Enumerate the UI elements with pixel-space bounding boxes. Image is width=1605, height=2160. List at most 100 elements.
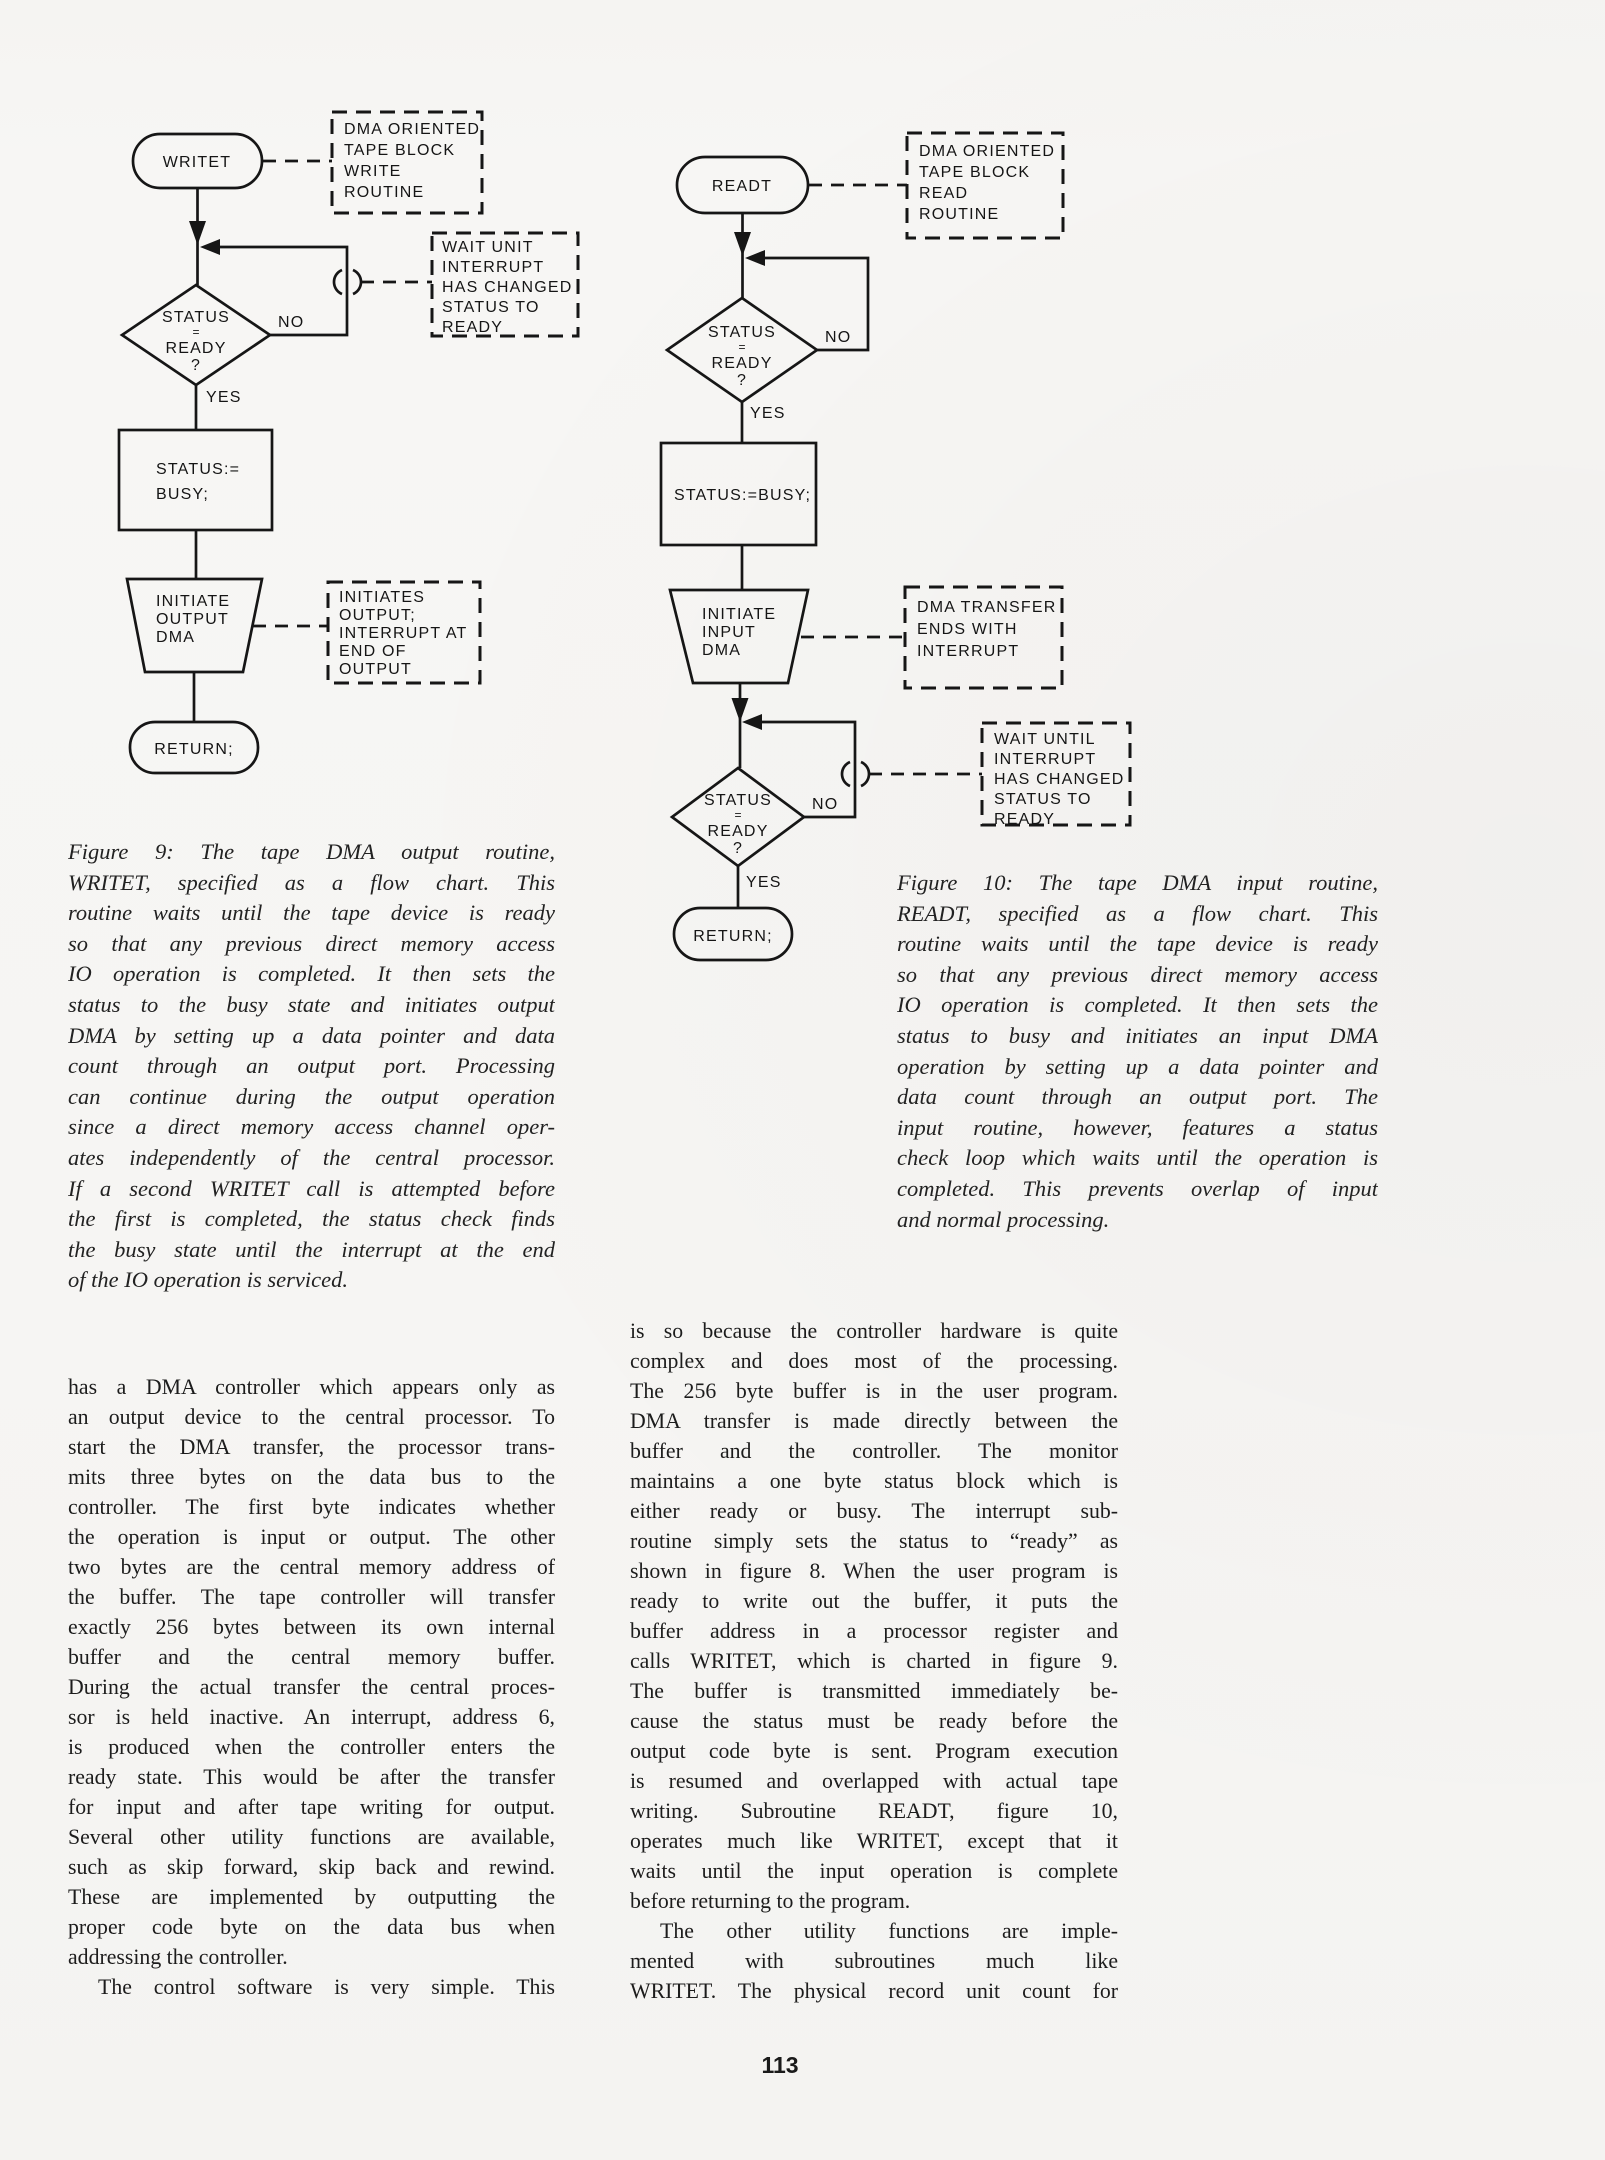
caption-line: IO operation is completed. It then sets … (68, 961, 555, 987)
writet-decision-label: = (192, 325, 199, 339)
readt-wait-note-line: HAS CHANGED (994, 771, 1125, 788)
readt-decision2-label: ? (733, 840, 743, 857)
readt-start-label: READT (712, 178, 772, 195)
readt-start-note-line: ROUTINE (919, 206, 999, 223)
readt-wait-note-line: STATUS TO (994, 791, 1092, 808)
caption-line: ates independently of the central proces… (68, 1144, 555, 1170)
readt-start-note-line: DMA ORIENTED (919, 143, 1055, 160)
caption-line: data count through an output port. The (897, 1084, 1378, 1110)
text-line: operates much like WRITET, except that i… (630, 1829, 1118, 1853)
text-line: WRITET. The physical record unit count f… (630, 1979, 1118, 2003)
caption-line: operation by setting up a data pointer a… (897, 1053, 1378, 1079)
caption-line: count through an output port. Processing (68, 1053, 555, 1079)
text-line: two bytes are the central memory address… (68, 1555, 555, 1579)
readt-loop1-arrowhead (745, 250, 765, 266)
writet-io-trapezoid (125, 577, 264, 674)
readt-start-note-line: TAPE BLOCK (919, 164, 1030, 181)
caption-line: since a direct memory access channel ope… (68, 1114, 555, 1140)
text-line: has a DMA controller which appears only … (68, 1375, 555, 1399)
text-line: controller. The first byte indicates whe… (68, 1495, 555, 1519)
caption-line: the busy state until the interrupt at th… (68, 1236, 555, 1262)
text-line: such as skip forward, skip back and rewi… (68, 1855, 555, 1879)
readt-decision1-label: ? (737, 372, 747, 389)
writet-yes-label: YES (206, 389, 242, 406)
readt-loop2-arrowhead (742, 714, 762, 730)
writet-wait-note-line: WAIT UNIT (442, 239, 534, 256)
readt-start-note-box (905, 131, 1065, 240)
text-line: start the DMA transfer, the processor tr… (68, 1435, 555, 1459)
writet-wait-note-line: INTERRUPT (442, 259, 544, 276)
text-line: The buffer is transmitted immediately be… (630, 1679, 1118, 1703)
readt-interrupt-symbol (860, 760, 871, 788)
readt-decision1-label: STATUS (708, 324, 776, 341)
writet-no-label: NO (278, 314, 304, 331)
text-line: waits until the input operation is compl… (630, 1859, 1118, 1883)
text-line: Several other utility functions are avai… (68, 1825, 555, 1849)
writet-wait-note-line: STATUS TO (442, 299, 540, 316)
readt-start-note-line: READ (919, 185, 968, 202)
figure9-caption: Figure 9: The tape DMA output routine,WR… (68, 837, 555, 1296)
writet-start-label: WRITET (163, 154, 232, 171)
caption-line: IO operation is completed. It then sets … (897, 992, 1378, 1018)
writet-interrupt-symbol (332, 268, 343, 296)
readt-flowchart: READT DMA ORIENTED TAPE BLOCK READ ROUTI… (659, 131, 1132, 962)
text-line: before returning to the program. (630, 1889, 911, 1913)
writet-interrupt-symbol (352, 268, 363, 296)
text-line: shown in figure 8. When the user program… (630, 1559, 1118, 1583)
writet-io-label: INITIATE (156, 593, 230, 610)
readt-io-note-line: ENDS WITH (917, 621, 1018, 638)
figure10-caption: Figure 10: The tape DMA input routine,RE… (897, 868, 1378, 1235)
writet-return-terminal (128, 720, 260, 775)
readt-decision2-label: READY (707, 823, 768, 840)
caption-line: DMA by setting up a data pointer and dat… (68, 1022, 555, 1048)
caption-line: status to the busy state and initiates o… (68, 991, 555, 1017)
readt-no-loop-2 (748, 720, 857, 819)
caption-line: and normal processing. (897, 1206, 1110, 1232)
writet-wait-note-line: READY (442, 319, 503, 336)
readt-io-note-line: DMA TRANSFER (917, 599, 1056, 616)
text-line: either ready or busy. The interrupt sub- (630, 1499, 1118, 1523)
text-line: maintains a one byte status block which … (630, 1469, 1118, 1493)
text-line: is produced when the controller enters t… (68, 1735, 555, 1759)
readt-return-terminal (672, 906, 794, 962)
text-line: routine simply sets the status to “ready… (630, 1529, 1118, 1553)
readt-yes2-label: YES (746, 874, 782, 891)
writet-decision-label: READY (165, 340, 226, 357)
body-left-column: has a DMA controller which appears only … (68, 1372, 555, 2002)
caption-line: status to busy and initiates an input DM… (897, 1022, 1378, 1048)
caption-line: so that any previous direct memory acces… (897, 961, 1378, 987)
caption-line: of the IO operation is serviced. (68, 1267, 348, 1293)
page-number: 113 (761, 2052, 799, 2078)
readt-no2-label: NO (812, 796, 838, 813)
readt-yes1-label: YES (750, 405, 786, 422)
writet-start-note-line: WRITE (344, 163, 402, 180)
readt-io-note-box (903, 585, 1064, 690)
caption-line: check loop which waits until the operati… (897, 1145, 1378, 1171)
readt-wait-note-line: INTERRUPT (994, 751, 1096, 768)
readt-return-label: RETURN; (693, 928, 773, 945)
text-line: the buffer. The tape controller will tra… (68, 1585, 555, 1609)
writet-io-note-box (326, 580, 482, 685)
readt-io-label: INITIATE (702, 606, 776, 623)
text-line: sor is held inactive. An interrupt, addr… (68, 1705, 555, 1729)
readt-wait-note-box (980, 721, 1132, 827)
writet-decision-label: STATUS (162, 309, 230, 326)
writet-io-note-line: INTERRUPT AT (339, 625, 468, 642)
readt-no-loop-1 (751, 256, 870, 352)
writet-no-loop (206, 245, 349, 337)
caption-line: routine waits until the tape device is r… (68, 900, 555, 926)
text-line: writing. Subroutine READT, figure 10, (630, 1799, 1118, 1823)
text-line: output code byte is sent. Program execut… (630, 1739, 1118, 1763)
writet-start-note-line: DMA ORIENTED (344, 121, 480, 138)
text-line: ready state. This would be after the tra… (68, 1765, 555, 1789)
writet-io-note-line: INITIATES (339, 589, 425, 606)
readt-decision2-label: STATUS (704, 792, 772, 809)
writet-loop-arrowhead (200, 239, 220, 255)
readt-wait-note-line: WAIT UNTIL (994, 731, 1096, 748)
readt-decision1-label: = (738, 340, 745, 354)
writet-flowchart: WRITET DMA ORIENTED TAPE BLOCK WRITE ROU… (117, 110, 580, 775)
text-line: is so because the controller hardware is… (630, 1319, 1118, 1343)
caption-line: the first is completed, the status check… (68, 1206, 555, 1232)
caption-line: WRITET, specified as a flow chart. This (68, 869, 555, 895)
readt-io-note-line: INTERRUPT (917, 643, 1019, 660)
